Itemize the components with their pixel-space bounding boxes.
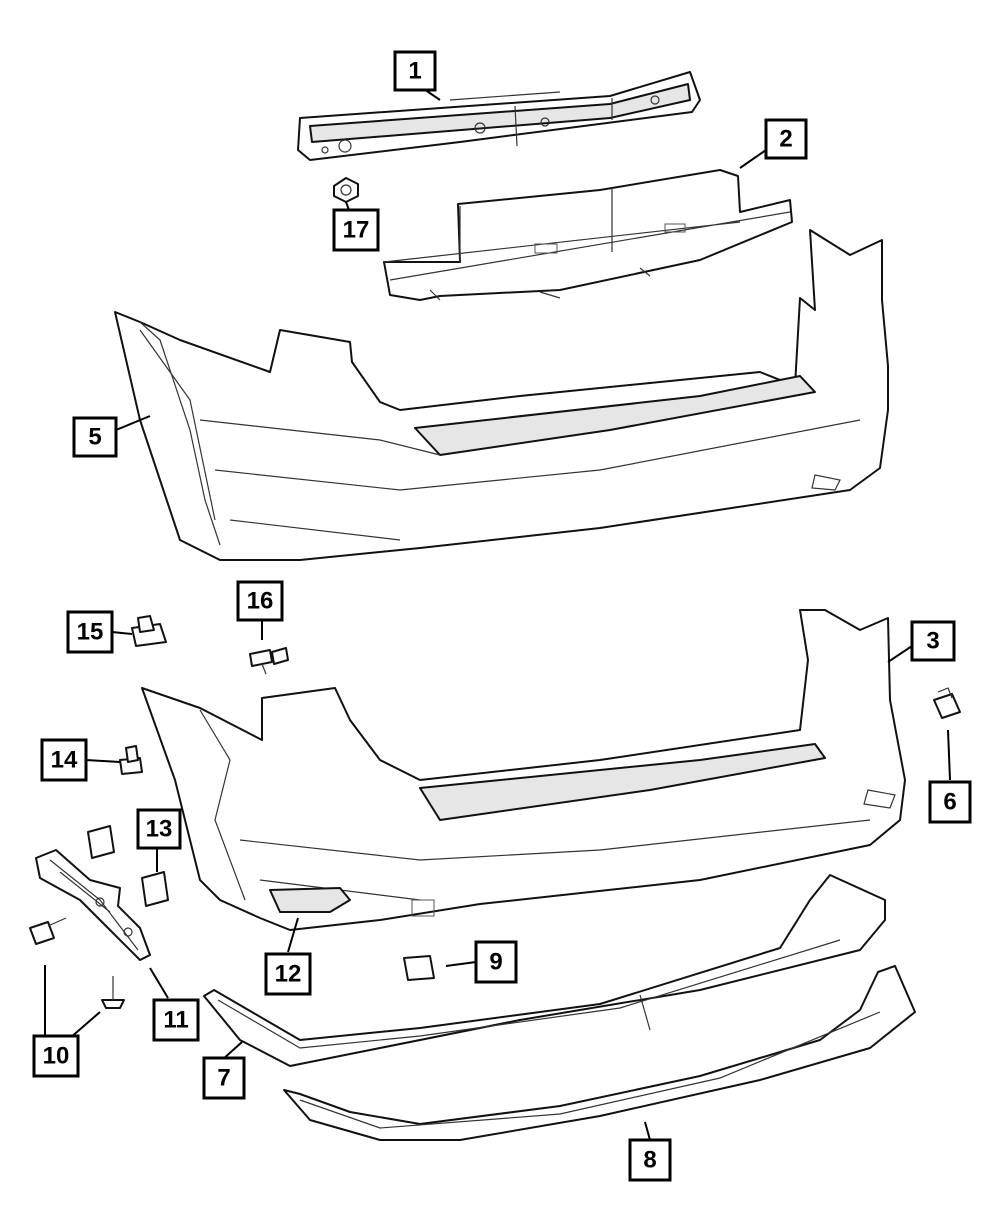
callout-6: 6 bbox=[928, 780, 972, 824]
callout-9: 9 bbox=[474, 940, 518, 984]
leader-6 bbox=[947, 729, 951, 781]
callout-10: 10 bbox=[32, 1034, 80, 1078]
callout-12: 12 bbox=[264, 952, 312, 996]
part-3-bumper-fascia-assembly bbox=[141, 609, 906, 931]
callout-12-label: 12 bbox=[275, 961, 302, 988]
leader-8 bbox=[644, 1121, 651, 1141]
callout-14-label: 14 bbox=[51, 747, 78, 774]
part-9-cap bbox=[403, 955, 435, 981]
callout-14: 14 bbox=[40, 738, 88, 782]
part-2-energy-absorber bbox=[383, 169, 793, 301]
callout-13: 13 bbox=[136, 808, 182, 850]
part-16-push-pin bbox=[249, 647, 289, 675]
callout-1: 1 bbox=[393, 50, 437, 92]
leader-10b bbox=[69, 1011, 101, 1039]
leader-14 bbox=[85, 759, 121, 763]
leader-5 bbox=[115, 415, 151, 431]
callout-16: 16 bbox=[236, 580, 284, 622]
callout-10-label: 10 bbox=[43, 1043, 70, 1070]
leader-2 bbox=[739, 149, 767, 169]
callout-5-label: 5 bbox=[88, 424, 101, 451]
part-15-clip bbox=[131, 615, 167, 647]
callout-17-label: 17 bbox=[343, 217, 370, 244]
part-14-bolt bbox=[119, 745, 143, 775]
callout-3-label: 3 bbox=[926, 628, 939, 655]
part-10-fasteners bbox=[29, 917, 125, 1009]
callout-3: 3 bbox=[910, 620, 956, 662]
part-17-nut bbox=[333, 177, 359, 203]
part-1-reinforcement-beam bbox=[297, 71, 701, 161]
part-11-bracket bbox=[35, 849, 151, 961]
callout-9-label: 9 bbox=[489, 949, 502, 976]
callout-15: 15 bbox=[66, 610, 114, 654]
callout-16-label: 16 bbox=[247, 588, 274, 615]
callout-17: 17 bbox=[332, 208, 380, 252]
part-8-skid-plate bbox=[283, 965, 916, 1141]
callout-2: 2 bbox=[764, 118, 808, 160]
part-6-push-pin bbox=[933, 687, 961, 719]
leader-11 bbox=[149, 967, 169, 999]
leader-12 bbox=[287, 917, 299, 953]
part-13-clip-nut bbox=[87, 825, 169, 907]
part-5-bumper-fascia bbox=[114, 229, 889, 561]
leader-9 bbox=[445, 961, 477, 967]
callout-7: 7 bbox=[202, 1056, 246, 1100]
callout-8: 8 bbox=[628, 1138, 672, 1182]
callout-5: 5 bbox=[72, 416, 118, 458]
callout-15-label: 15 bbox=[77, 619, 104, 646]
callout-11: 11 bbox=[152, 998, 200, 1042]
callout-11-label: 11 bbox=[163, 1007, 188, 1034]
leader-15 bbox=[111, 631, 133, 635]
callout-13-label: 13 bbox=[146, 816, 173, 843]
callout-2-label: 2 bbox=[779, 126, 792, 153]
callout-1-label: 1 bbox=[408, 58, 421, 85]
callout-7-label: 7 bbox=[217, 1065, 230, 1092]
leader-3 bbox=[887, 645, 913, 663]
part-7-lower-valance bbox=[203, 874, 886, 1067]
callout-6-label: 6 bbox=[943, 789, 956, 816]
callout-8-label: 8 bbox=[643, 1147, 656, 1174]
